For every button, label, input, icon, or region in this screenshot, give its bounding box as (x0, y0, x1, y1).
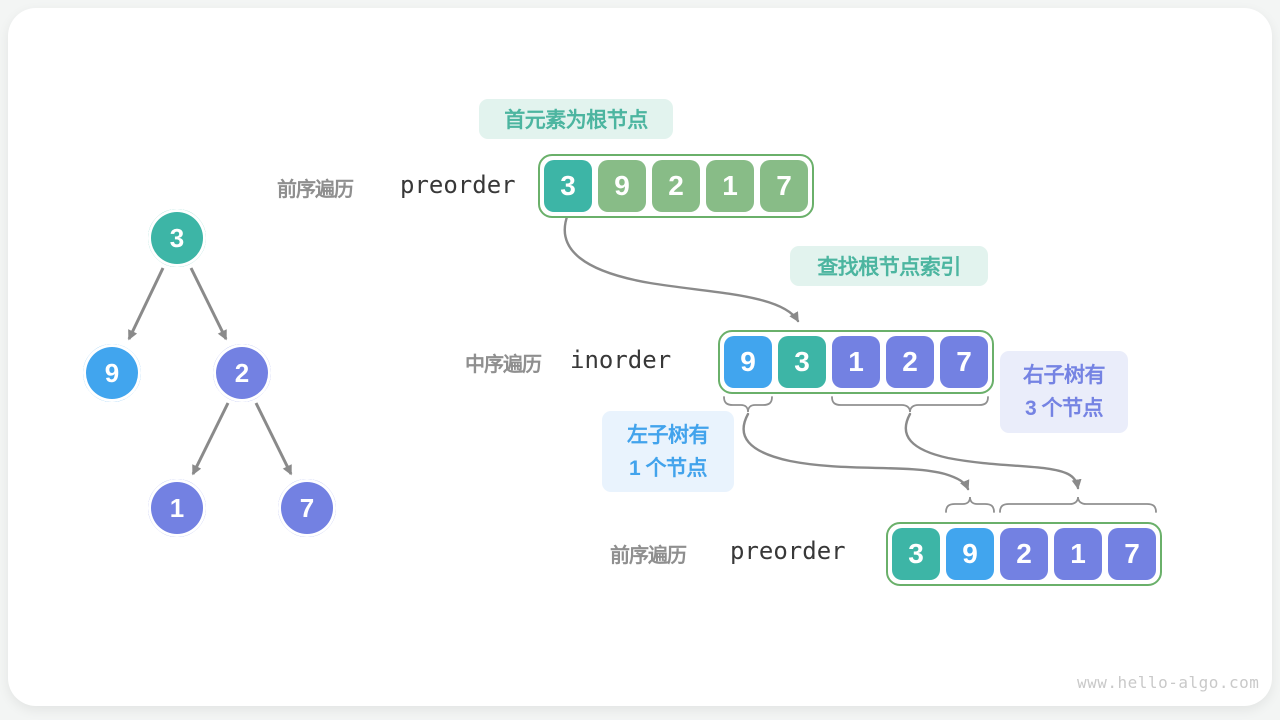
array-cell: 9 (946, 528, 994, 580)
badge-root-element: 首元素为根节点 (479, 99, 673, 139)
array-cell: 1 (1054, 528, 1102, 580)
array-cell: 1 (832, 336, 880, 388)
badge-left-subtree-line2: 1 个节点 (628, 456, 708, 480)
label-preorder-en-bottom: preorder (730, 537, 846, 565)
badge-right-subtree-line1: 右子树有 (1023, 364, 1106, 387)
array-cell: 7 (940, 336, 988, 388)
label-inorder-en: inorder (570, 346, 672, 374)
array-cell: 3 (544, 160, 592, 212)
label-preorder-en-top: preorder (400, 171, 516, 199)
badge-left-subtree: 左子树有 1 个节点 (602, 411, 734, 492)
array-cell: 1 (706, 160, 754, 212)
badge-find-root-index: 查找根节点索引 (790, 246, 988, 286)
tree-node-7: 7 (275, 476, 339, 540)
tree-node-1: 1 (145, 476, 209, 540)
array-cell: 7 (1108, 528, 1156, 580)
preorder-array-top: 3 9 2 1 7 (538, 154, 814, 218)
label-inorder-zh: 中序遍历 (465, 354, 542, 376)
array-cell: 2 (1000, 528, 1048, 580)
array-cell: 3 (892, 528, 940, 580)
badge-right-subtree: 右子树有 3 个节点 (1000, 351, 1128, 433)
array-cell: 2 (886, 336, 934, 388)
inorder-array: 9 3 1 2 7 (718, 330, 994, 394)
tree-node-9: 9 (80, 341, 144, 405)
tree-node-2: 2 (210, 341, 274, 405)
badge-left-subtree-line1: 左子树有 (627, 423, 710, 447)
watermark: www.hello-algo.com (1077, 673, 1260, 692)
tree-node-3: 3 (145, 206, 209, 270)
array-cell: 7 (760, 160, 808, 212)
array-cell: 9 (598, 160, 646, 212)
array-cell: 9 (724, 336, 772, 388)
array-cell: 2 (652, 160, 700, 212)
badge-right-subtree-line2: 3 个节点 (1024, 397, 1104, 420)
label-preorder-zh-top: 前序遍历 (277, 179, 354, 201)
array-cell: 3 (778, 336, 826, 388)
preorder-array-bottom: 3 9 2 1 7 (886, 522, 1162, 586)
label-preorder-zh-bottom: 前序遍历 (610, 545, 687, 567)
